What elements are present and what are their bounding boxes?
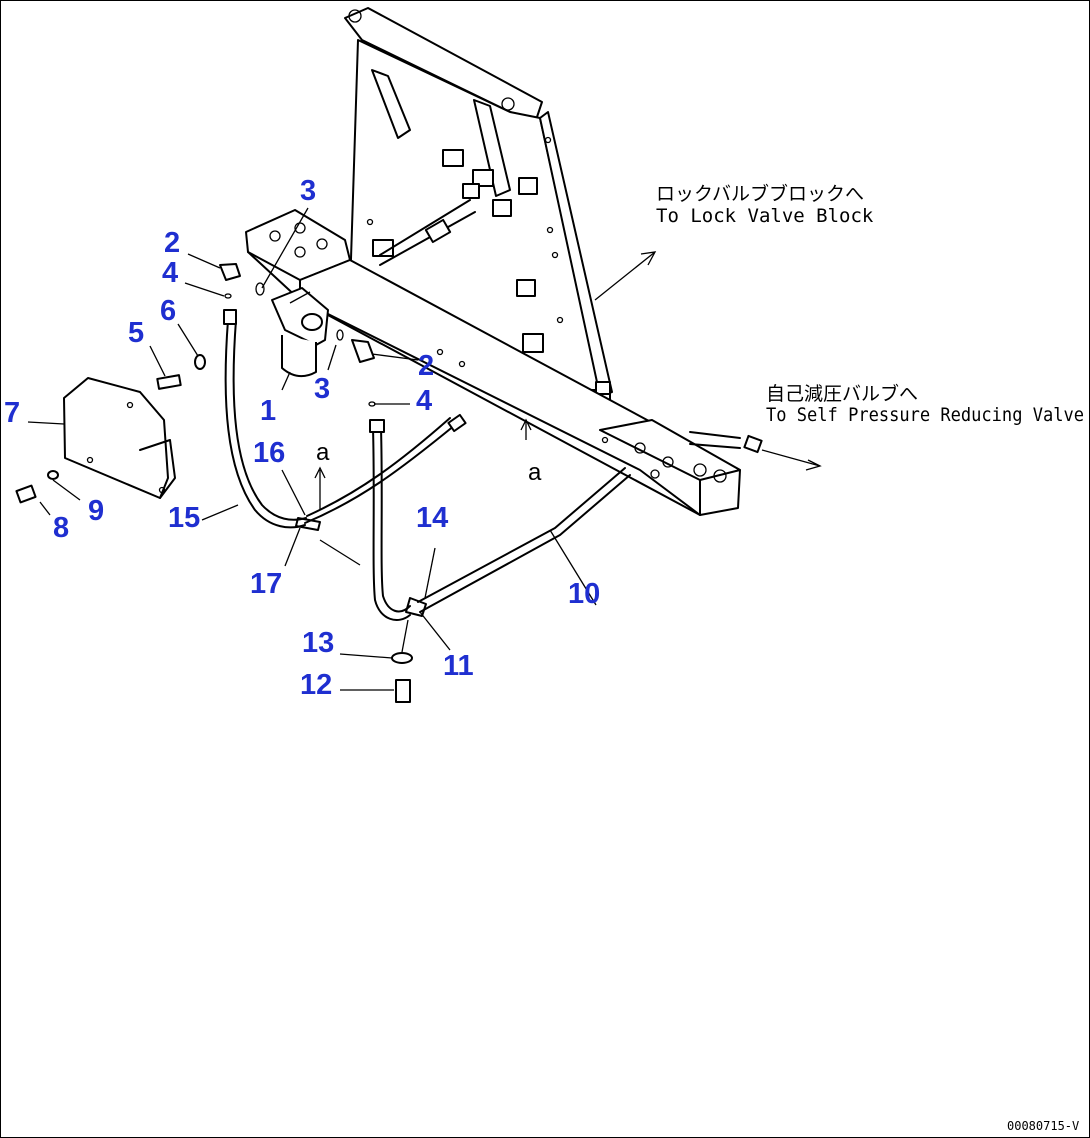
filter-assembly	[271, 287, 329, 378]
callout-4-left: 4	[162, 257, 178, 289]
callout-3-mid: 3	[314, 373, 330, 405]
lock-valve-label-en: To Lock Valve Block	[656, 205, 874, 227]
callout-6: 6	[160, 295, 176, 327]
callout-8: 8	[53, 512, 69, 544]
callout-15: 17	[250, 568, 282, 600]
callout-9: 9	[88, 495, 104, 527]
callout-1: 1	[260, 395, 276, 427]
callout-13: 15	[168, 502, 200, 534]
self-pressure-label-jp: 自己減圧バルブへ	[766, 382, 918, 405]
leader-lines	[27, 207, 822, 691]
annotations: ロックバルブブロックへ To Lock Valve Block 自己減圧バルブへ…	[316, 182, 1084, 1133]
callout-2-left: 2	[164, 227, 180, 259]
view-a-marker-left: a	[316, 439, 330, 466]
callout-10: 10	[568, 578, 600, 610]
self-pressure-label-en: To Self Pressure Reducing Valve	[766, 404, 1084, 426]
callout-5: 5	[128, 317, 144, 349]
lock-valve-label-jp: ロックバルブブロックへ	[656, 182, 864, 205]
callout-2-right: 2	[418, 350, 434, 382]
callout-4-right: 4	[416, 385, 432, 417]
callout-17: 13	[302, 627, 334, 659]
callout-3-top: 3	[300, 175, 316, 207]
callout-16: 12	[300, 669, 332, 701]
callout-12: 14	[416, 502, 448, 534]
callout-14: 16	[253, 437, 285, 469]
callout-7: 7	[4, 397, 20, 429]
drawing-code: 00080715-V	[1007, 1119, 1079, 1133]
mounting-bracket	[344, 7, 613, 421]
callout-labels: 3 2 4 6 5 7 1 3 2 4 16 9 8 15 14 17 10 1…	[4, 175, 600, 701]
callout-11: 11	[443, 650, 474, 682]
view-a-marker-right: a	[528, 459, 542, 486]
hoses	[223, 309, 763, 621]
cover	[63, 377, 176, 499]
